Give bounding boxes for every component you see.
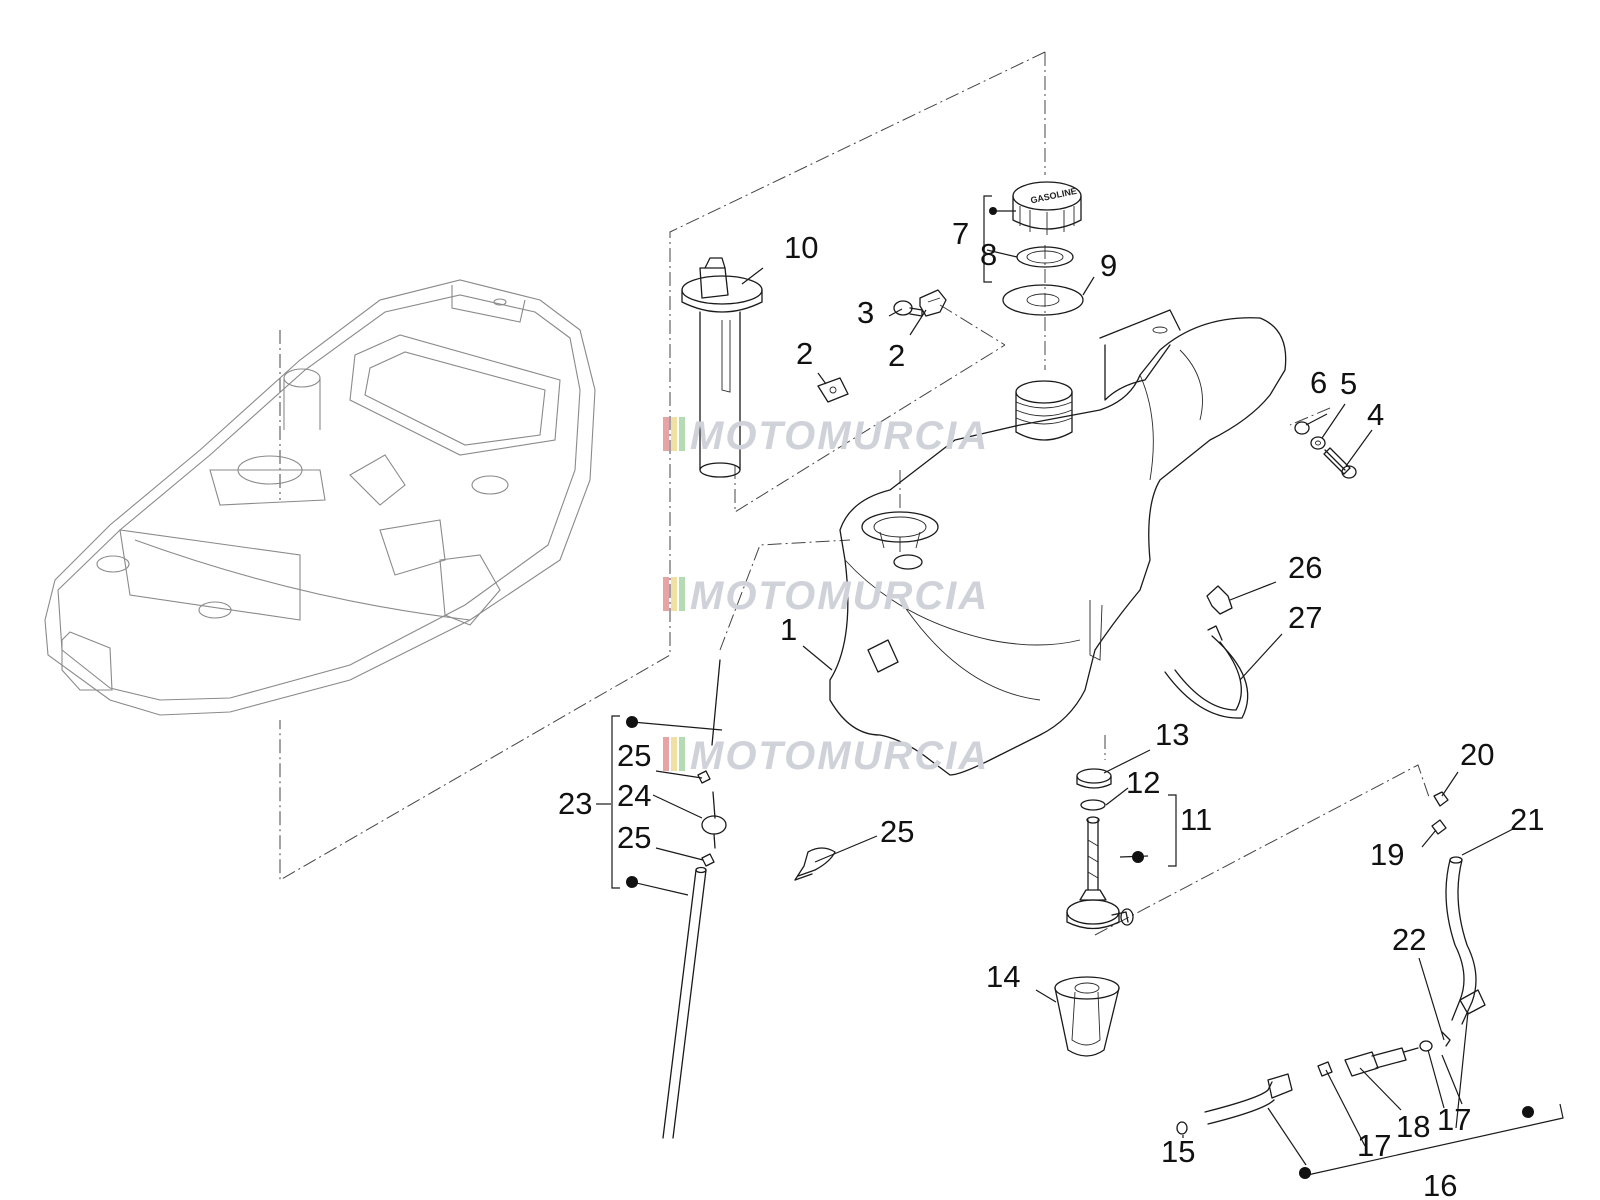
watermark-3: MOTOMURCIA [663,734,989,778]
body-compartment-ghost [44,279,596,716]
callout-2-lower: 2 [796,336,813,371]
callout-11: 11 [1180,802,1212,837]
watermark-text-3: MOTOMURCIA [690,734,989,778]
watermarks: MOTOMURCIA MOTOMURCIA MOTOMURCIA [663,414,989,778]
bolt-4 [1323,447,1357,479]
watermark-text-1: MOTOMURCIA [690,414,989,458]
oring-12 [1080,799,1106,811]
reference-dots [626,207,1534,1179]
callout-1: 1 [780,612,797,647]
callout-17-upper: 17 [1437,1102,1471,1137]
seal-plate-9 [1002,284,1084,316]
screw-3 [893,300,923,317]
callout-25-top: 25 [617,738,651,773]
callout-2-upper: 2 [888,338,905,373]
strap-27 [1164,625,1249,719]
callout-25-clamp: 25 [880,814,914,849]
fuel-pickup-11 [1066,816,1134,930]
callout-6: 6 [1310,365,1327,400]
callout-26: 26 [1288,550,1322,585]
callout-10: 10 [784,230,818,265]
clip-20 [1433,791,1449,807]
spacer-6 [1294,421,1310,435]
clip-26 [1206,585,1233,615]
callout-5: 5 [1340,366,1357,401]
group-brackets [611,195,1564,1177]
callout-23: 23 [558,786,592,821]
callout-13: 13 [1155,717,1189,752]
callout-3: 3 [857,295,874,330]
clip-19 [1431,819,1447,835]
callout-19: 19 [1370,837,1404,872]
hose-clamp-13 [1076,768,1112,789]
callout-9: 9 [1100,248,1117,283]
callout-22: 22 [1392,922,1426,957]
callout-25-bottom: 25 [617,820,651,855]
callout-12: 12 [1126,765,1160,800]
callout-15: 15 [1161,1134,1195,1169]
callout-7: 7 [952,216,969,251]
clip-2-upper [919,289,947,317]
fuel-level-sender [681,257,763,478]
fuel-line-assembly-16 [1176,856,1486,1135]
assembly-guide-lines [279,51,1431,936]
washer-5 [1310,436,1326,450]
callout-20: 20 [1460,737,1494,772]
callout-4: 4 [1367,397,1384,432]
vent-tube-assembly-23 [662,659,727,1139]
callout-21: 21 [1510,802,1544,837]
pipe-clamp-25 [794,847,836,881]
callout-17-lower: 17 [1357,1128,1391,1163]
watermark-2: MOTOMURCIA [663,574,989,618]
callout-18: 18 [1396,1109,1430,1144]
callout-24: 24 [617,778,651,813]
fuel-cap: GASOLINE [1012,181,1082,235]
callout-16: 16 [1423,1168,1457,1200]
filter-cup-14 [1054,976,1120,1057]
callout-labels: 10 3 2 2 7 8 9 1 6 5 4 26 27 13 12 11 14… [558,216,1544,1200]
watermark-text-2: MOTOMURCIA [690,574,989,618]
cap-text: GASOLINE [1030,186,1078,206]
clip-2-lower [817,377,849,403]
leader-lines [596,210,1516,1166]
callout-8: 8 [980,237,997,272]
callout-27: 27 [1288,600,1322,635]
fuel-tank [829,309,1287,776]
watermark-1: MOTOMURCIA [663,414,989,458]
callout-14: 14 [986,959,1020,994]
